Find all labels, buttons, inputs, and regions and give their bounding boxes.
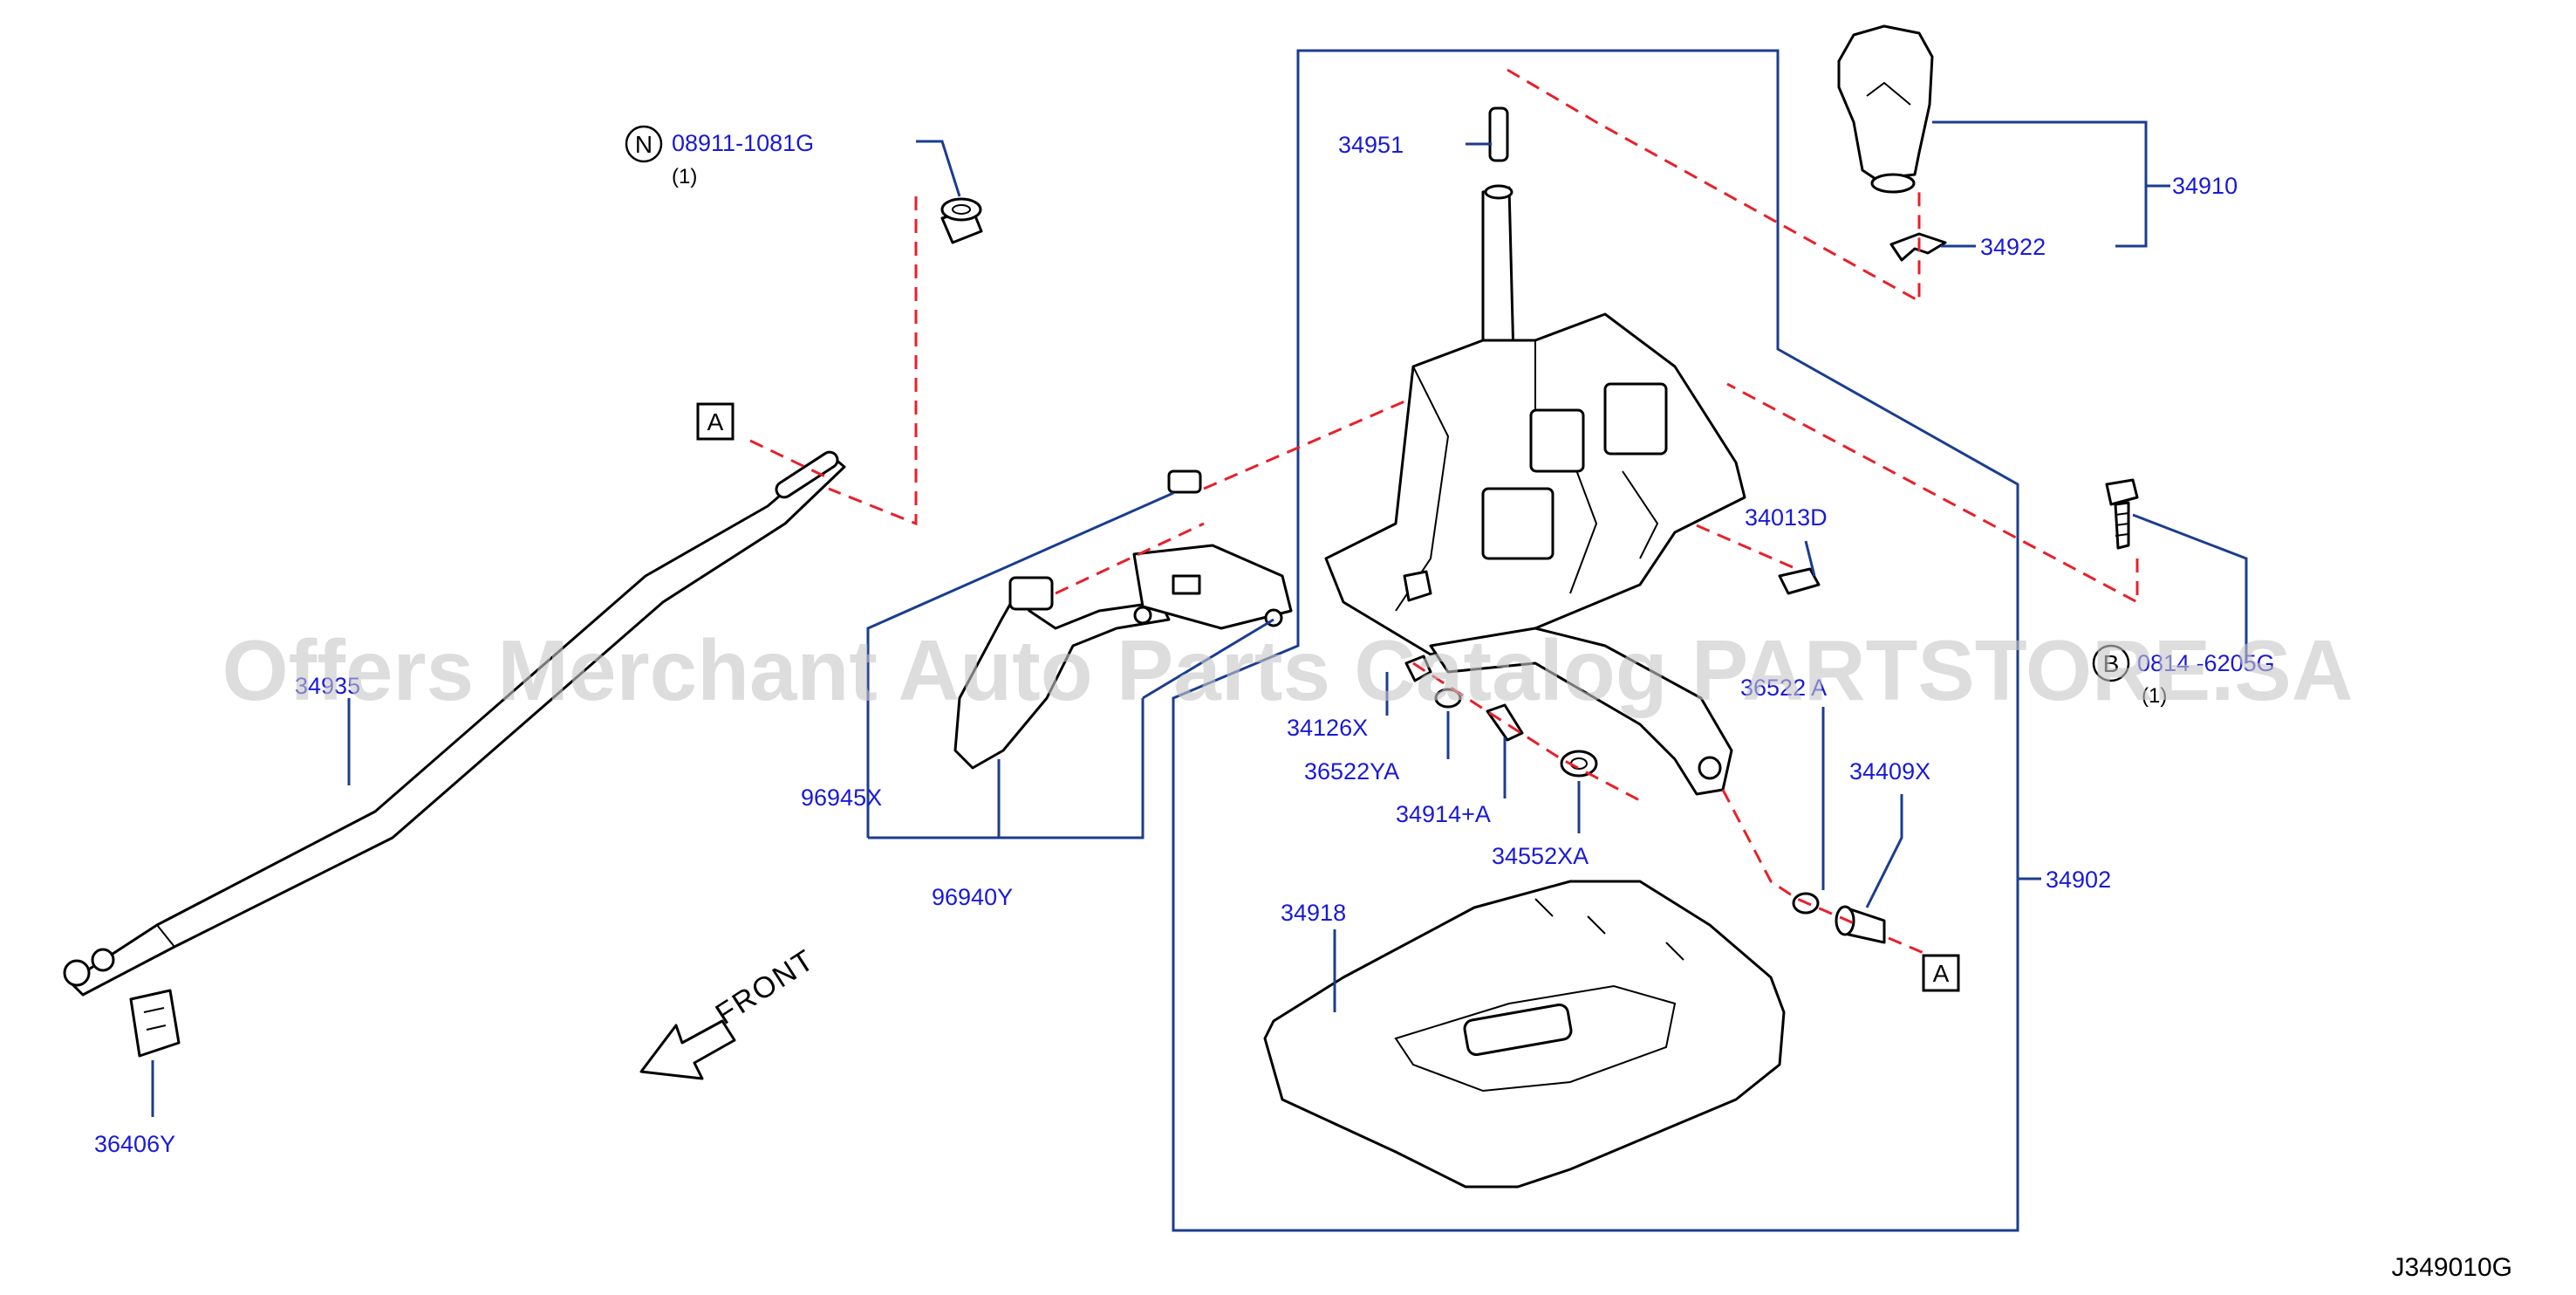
dashed-screw-to-device (1691, 522, 1794, 569)
nut-08911 (940, 197, 983, 244)
assembly-bracket-34902 (1172, 49, 2019, 1232)
dashed-harness-to-device (1055, 522, 1205, 595)
dashed-pin-to-lever (1721, 789, 1859, 927)
dashed-nut-to-cable (828, 196, 918, 526)
label-96940Y: 96940Y (932, 884, 1013, 910)
ref-box-a-bottom: A (1922, 954, 1960, 992)
label-34951: 34951 (1338, 132, 1404, 158)
washer-36522YA (1434, 688, 1462, 709)
pin-34552XA (1560, 750, 1598, 778)
shift-knob-34910 (1837, 24, 1934, 194)
harness-96940Y (953, 544, 1293, 770)
dashed-pin-to-ref-a (1888, 936, 1924, 955)
label-34922: 34922 (1980, 234, 2046, 260)
prefix-n-08911: N (625, 125, 663, 163)
bushing-34914A (1486, 703, 1524, 742)
label-08146: 0814 -6205G (2137, 650, 2275, 676)
label-34013D: 34013D (1745, 504, 1828, 531)
pin-34409X (1835, 905, 1886, 944)
label-36406Y: 36406Y (94, 1131, 175, 1157)
bolt-08146 (2105, 478, 2139, 550)
ref-a-top-text: A (707, 408, 724, 435)
prefix-n-text: N (635, 131, 653, 158)
label-08146-qty: (1) (2142, 684, 2167, 708)
ref-box-a-top: A (696, 402, 735, 441)
label-36522YA: 36522YA (1304, 758, 1399, 785)
leader-34409X (1865, 794, 1903, 908)
screw-34013D (1778, 567, 1821, 595)
front-arrow: FRONT (639, 943, 821, 1080)
control-cable-34935 (63, 450, 846, 997)
leader-08146 (2132, 513, 2248, 663)
label-34126X: 34126X (1287, 715, 1368, 741)
prefix-b-text: B (2103, 650, 2120, 677)
clip-34126X (1404, 654, 1432, 682)
prefix-b-08146: B (2092, 644, 2130, 682)
label-36522A: 36522 A (1740, 675, 1827, 701)
label-34914A: 34914+A (1396, 801, 1491, 827)
dashed-knob-to-pin (1507, 68, 1921, 304)
diagram-code: J349010G (2392, 1253, 2512, 1282)
clip-36406Y (129, 989, 181, 1058)
label-08911: 08911-1081G (672, 130, 814, 156)
leader-08911 (916, 140, 961, 197)
label-08911-qty: (1) (672, 165, 697, 188)
watermark: Offers Merchant Auto Parts Catalog PARTS… (222, 622, 2353, 718)
label-34910: 34910 (2172, 173, 2238, 199)
label-34902: 34902 (2046, 867, 2111, 893)
label-34409X: 34409X (1849, 758, 1930, 785)
leader-96945X (866, 491, 1174, 838)
shifter-device-34902 (1324, 184, 1746, 796)
leader-96940Y-harness (1142, 618, 1274, 700)
label-96945X: 96945X (801, 785, 882, 811)
leader-34013D (1804, 540, 1816, 577)
leader-34910 (1932, 120, 2170, 248)
dashed-ref-a-to-cable (749, 439, 830, 480)
cover-34918 (1263, 880, 1786, 1189)
dashed-cap-to-device (1203, 400, 1405, 490)
label-34918: 34918 (1281, 900, 1346, 926)
label-34935: 34935 (295, 673, 360, 699)
dashed-bolt-to-device (1726, 382, 2139, 605)
leader-96940Y (997, 698, 1145, 839)
connector-cap-96945X (1167, 469, 1202, 494)
ref-a-bottom-text: A (1933, 960, 1950, 987)
label-34552XA: 34552XA (1492, 843, 1589, 869)
pin-34951 (1488, 106, 1509, 162)
front-label: FRONT (710, 943, 821, 1031)
